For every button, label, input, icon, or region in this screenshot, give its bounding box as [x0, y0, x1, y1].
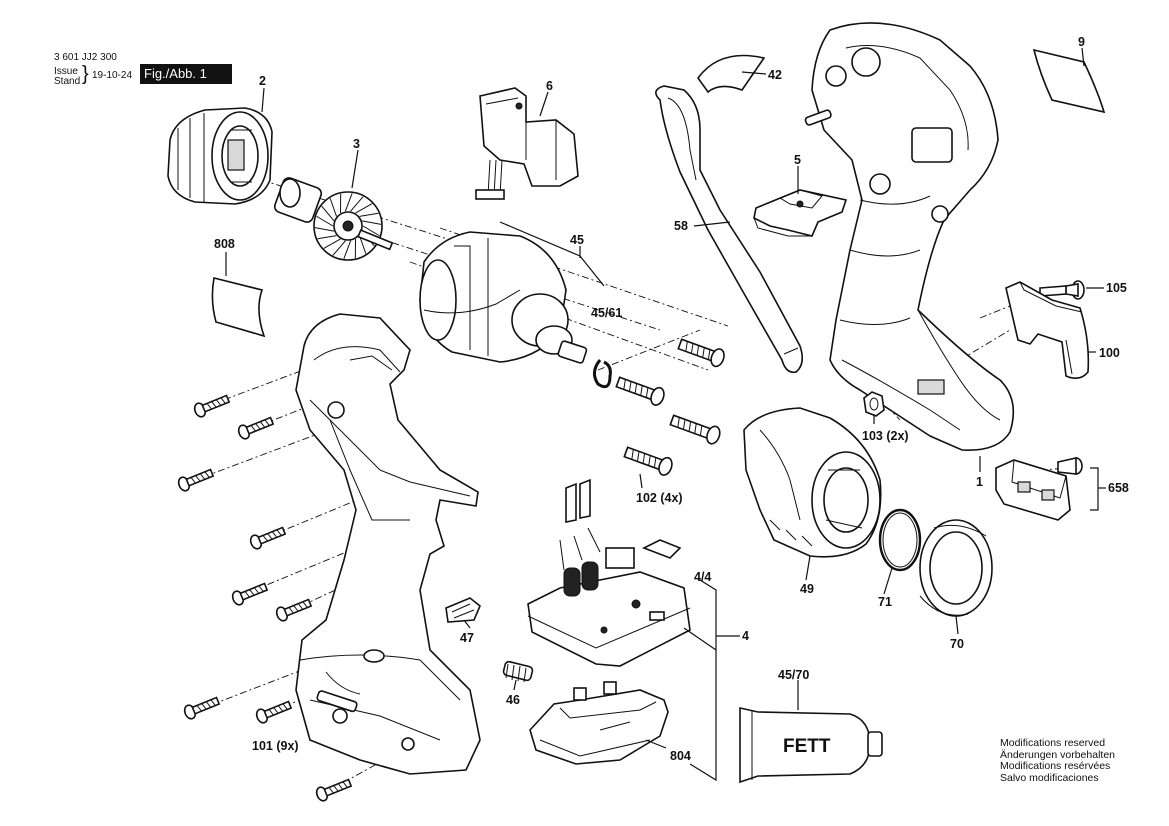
part-46-spring	[502, 660, 534, 683]
part-100-clip	[1005, 281, 1090, 380]
label-6: 6	[546, 79, 553, 93]
fan-blade	[359, 235, 367, 254]
grease-tube-text: FETT	[783, 736, 831, 757]
modifications-line-fr: Modifications resérvées	[1000, 760, 1111, 772]
screw-101	[315, 778, 353, 802]
modifications-line-es: Salvo modificaciones	[1000, 771, 1099, 784]
part-1-housing	[804, 22, 1015, 451]
part-49-front-cover	[743, 407, 882, 558]
part-3-rotor	[273, 177, 394, 261]
label-808: 808	[214, 237, 235, 251]
fan-blade	[329, 198, 337, 217]
label-100: 100	[1099, 346, 1120, 360]
screw-101	[193, 394, 231, 418]
fan-blade	[317, 235, 337, 240]
screw-101	[177, 468, 215, 492]
screw-101	[237, 416, 275, 440]
label-3: 3	[353, 137, 360, 151]
document-number: 3 601 JJ2 300	[54, 52, 117, 63]
fan-blade	[316, 215, 334, 227]
fan-blade	[359, 212, 379, 217]
part-808-label	[211, 277, 266, 338]
label-4-4: 4/4	[694, 570, 711, 584]
brace: }	[82, 63, 89, 85]
label-102: 102 (4x)	[636, 491, 683, 505]
label-42: 42	[768, 68, 782, 82]
part-47-button	[445, 597, 481, 623]
part-4-electronics	[527, 478, 691, 667]
fan-blade	[362, 220, 382, 225]
part-103-nut	[863, 391, 885, 417]
fan-blade	[321, 205, 335, 222]
label-105: 105	[1106, 281, 1127, 295]
screw-101	[249, 526, 287, 550]
part-9-label	[1032, 48, 1106, 114]
fan-blade	[362, 225, 380, 237]
left-housing-half	[295, 313, 481, 775]
part-2-stator	[167, 107, 273, 205]
screw-101	[183, 696, 221, 720]
label-49: 49	[800, 582, 814, 596]
label-2: 2	[259, 74, 266, 88]
fan-blade	[323, 238, 341, 249]
label-58: 58	[674, 219, 688, 233]
modifications-line-en: Modifications reserved	[1000, 737, 1106, 749]
fan-blade	[355, 203, 373, 214]
part-658-holder	[995, 457, 1083, 521]
label-47: 47	[460, 631, 474, 645]
label-101: 101 (9x)	[252, 739, 299, 753]
part-45-gearbox	[419, 231, 588, 364]
issue-label: Issue	[54, 66, 78, 77]
part-58-strap	[655, 85, 804, 374]
part-71-ring	[878, 508, 922, 572]
part-6-switch	[475, 87, 579, 200]
fan-blade	[314, 227, 334, 232]
part-804-plate	[529, 681, 669, 765]
label-70: 70	[950, 637, 964, 651]
fan-blade	[344, 193, 353, 212]
fan-blade	[343, 240, 352, 259]
fan-blade	[332, 240, 346, 256]
screw-101	[231, 582, 269, 606]
figure-label: Fig./Abb. 1	[140, 64, 232, 84]
label-71: 71	[878, 595, 892, 609]
label-45: 45	[570, 233, 584, 247]
label-658: 658	[1108, 481, 1129, 495]
part-102-screws	[615, 338, 725, 476]
part-labels: 2 3 6 808 42 9 5 58 45 45/61 105 100 103…	[214, 35, 1129, 763]
part-42-label-strip	[697, 54, 766, 94]
issue-date: 19-10-24	[92, 70, 133, 81]
part-105-screw	[1039, 280, 1085, 300]
screw-101	[275, 598, 313, 622]
label-45-70: 45/70	[778, 668, 809, 682]
part-45-61-ring	[593, 359, 612, 389]
modifications-notice: Modifications reserved Änderungen vorbeh…	[1000, 737, 1116, 784]
screw-101	[255, 700, 293, 724]
label-804: 804	[670, 749, 691, 763]
label-4: 4	[742, 629, 749, 643]
part-101-screws	[177, 394, 353, 802]
label-103: 103 (2x)	[862, 429, 909, 443]
fan-blade	[350, 196, 364, 212]
grease-tube	[739, 707, 883, 784]
label-46: 46	[506, 693, 520, 707]
modifications-line-de: Änderungen vorbehalten	[1000, 748, 1116, 761]
label-9: 9	[1078, 35, 1085, 49]
stand-label: Stand	[54, 76, 81, 87]
part-5-slider	[753, 189, 848, 237]
leader-lines	[225, 47, 1106, 782]
label-45-61: 45/61	[591, 306, 622, 320]
part-70-bumper	[919, 519, 993, 617]
label-1: 1	[976, 475, 983, 489]
label-5: 5	[794, 153, 801, 167]
